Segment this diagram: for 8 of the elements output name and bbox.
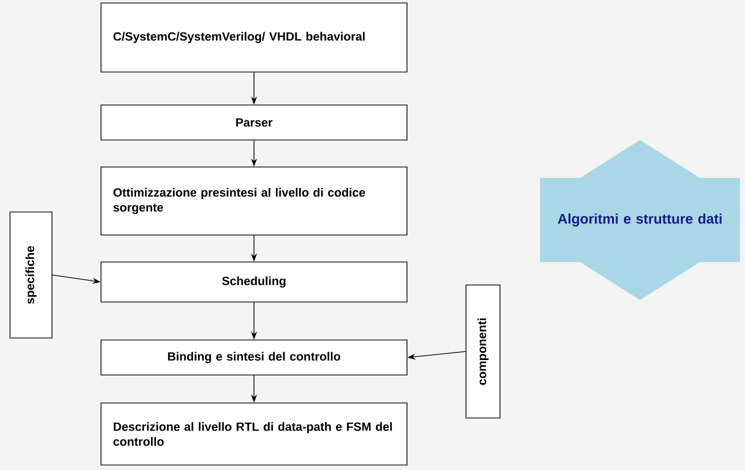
process-box: Parser [100,104,408,140]
process-box: C/SystemC/SystemVerilog/ VHDL behavioral [100,2,408,72]
process-box: Scheduling [100,262,408,302]
input-box: componenti [466,284,500,418]
process-box: Binding e sintesi del controllo [100,340,408,376]
process-box: Ottimizzazione presintesi al livello di codice sorgente [100,166,408,236]
input-box: specifiche [10,212,52,338]
process-box: Descrizione al livello RTL di data-path e FSM del controllo [100,402,408,466]
